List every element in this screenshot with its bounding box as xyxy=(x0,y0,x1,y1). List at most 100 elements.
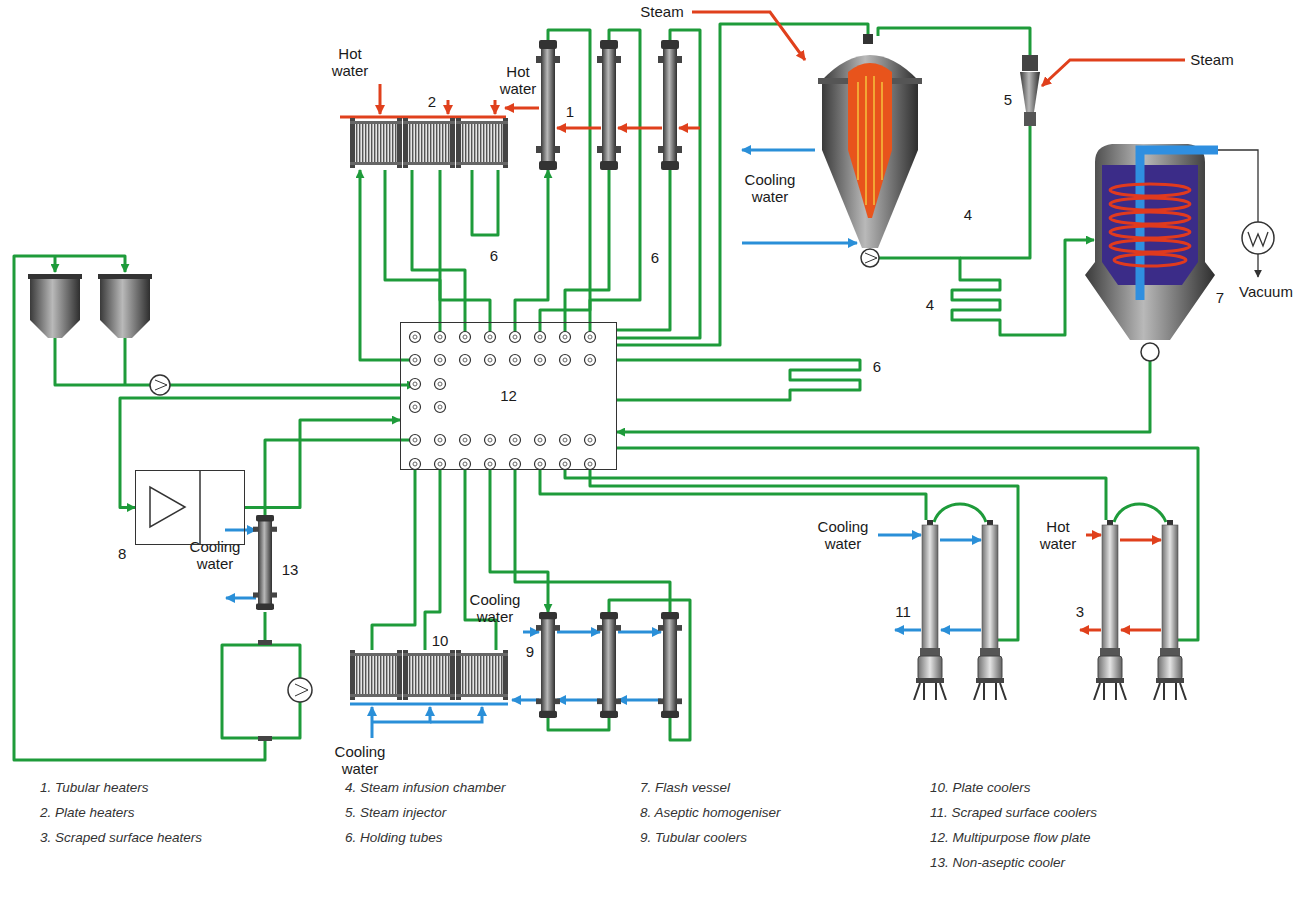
steam-line xyxy=(692,12,1185,86)
steam-infusion-chamber xyxy=(848,63,892,218)
flow-plate-port xyxy=(410,459,421,470)
flow-plate-port xyxy=(413,438,417,442)
flow-plate-port xyxy=(438,462,442,466)
tubular-cooler xyxy=(536,612,560,718)
flash-vessel xyxy=(1110,226,1190,238)
tubular-cooler xyxy=(597,612,621,718)
process-pipe xyxy=(548,718,609,730)
process-pipe xyxy=(879,240,1094,335)
callout-number: 9 xyxy=(526,644,534,661)
flow-plate-port xyxy=(535,332,546,343)
flow-plate-port xyxy=(463,462,467,466)
process-pipe xyxy=(440,170,490,337)
flow-plate-port xyxy=(563,462,567,466)
steam-infusion-chamber xyxy=(858,76,882,205)
flow-plate-port xyxy=(460,435,471,446)
flow-plate-port xyxy=(438,438,442,442)
process-pipe xyxy=(565,464,1106,520)
flow-plate-port xyxy=(535,435,546,446)
process-pipe xyxy=(515,170,548,337)
flow-plate-port xyxy=(460,332,471,343)
cooling-water-line xyxy=(557,699,600,702)
flow-plate-port xyxy=(463,358,467,362)
flow-plate-port xyxy=(413,382,417,386)
flow-plate-port xyxy=(585,355,596,366)
hot-water-line xyxy=(1080,629,1101,632)
flow-plate-port xyxy=(560,459,571,470)
product-pipe xyxy=(120,398,400,508)
process-pipe xyxy=(1114,504,1166,522)
stream-label: Cooling water xyxy=(183,539,247,572)
flow-plate-port xyxy=(585,332,596,343)
key-entry: 3. Scraped surface heaters xyxy=(40,831,202,846)
vacuum-pump xyxy=(1218,150,1258,222)
cooling-water-line xyxy=(430,707,482,722)
steam-line xyxy=(1042,60,1185,86)
plate-heater xyxy=(403,118,455,168)
callout-number: 6 xyxy=(651,250,659,267)
flow-plate-port xyxy=(435,459,446,470)
plate-cooler xyxy=(403,650,455,700)
flow-plate-port xyxy=(410,332,421,343)
flow-plate-port xyxy=(588,358,592,362)
flow-plate-port xyxy=(560,435,571,446)
flow-plate-port xyxy=(588,438,592,442)
flow-plate-port xyxy=(535,355,546,366)
process-pipe xyxy=(565,170,609,337)
process-pipe xyxy=(360,170,415,360)
product-tank xyxy=(100,278,150,338)
flow-plate-port xyxy=(510,332,521,343)
process-pipe xyxy=(590,30,640,337)
stream-label: Steam xyxy=(640,4,683,21)
process-pipe xyxy=(617,360,860,400)
stream-label: Cooling water xyxy=(328,744,392,777)
plate-cooler xyxy=(350,650,402,700)
process-pipe xyxy=(515,464,670,612)
process-pipe xyxy=(490,464,548,612)
flow-plate-port xyxy=(585,435,596,446)
process-pipe xyxy=(617,361,1150,432)
flow-plate-port xyxy=(585,459,596,470)
callout-number: 6 xyxy=(873,359,881,376)
product-tank xyxy=(30,278,80,338)
product-tank xyxy=(28,274,82,279)
hot-water-line xyxy=(679,127,700,130)
hot-water-line xyxy=(1120,539,1161,542)
cooling-water-line xyxy=(941,629,981,632)
flow-plate-port xyxy=(510,355,521,366)
cooling-water-line xyxy=(742,149,815,152)
flow-plate-port xyxy=(460,332,471,343)
flow-plate-port xyxy=(435,332,446,343)
flow-plate-port xyxy=(410,355,421,366)
scraped-surface-heater xyxy=(1154,520,1186,700)
process-pipe xyxy=(54,256,57,272)
flow-plate-port xyxy=(463,335,467,339)
flow-plate-port xyxy=(438,335,442,339)
process-pipe xyxy=(14,256,265,760)
flow-plate-port xyxy=(410,402,421,413)
flow-plate-port xyxy=(585,459,596,470)
flow-plate-body xyxy=(400,322,617,470)
flow-plate-port xyxy=(410,332,421,343)
flow-plate-port xyxy=(563,358,567,362)
homogeniser-symbol xyxy=(150,487,185,527)
flow-plate-port xyxy=(413,405,417,409)
process-pipe xyxy=(425,464,440,650)
steam-injector xyxy=(1024,112,1036,126)
key-entry: 5. Steam injector xyxy=(345,806,446,821)
flow-plate-port xyxy=(485,332,496,343)
hot-water-line xyxy=(340,84,1161,630)
flow-plate-port xyxy=(413,335,417,339)
callout-number: 13 xyxy=(282,562,299,579)
cooling-water-line xyxy=(225,529,256,532)
key-entry: 10. Plate coolers xyxy=(930,781,1031,796)
cooling-water-line xyxy=(742,242,857,245)
flow-plate-port xyxy=(585,435,596,446)
flash-vessel xyxy=(1110,198,1190,210)
flow-plate-port xyxy=(485,332,496,343)
flow-plate-port xyxy=(435,402,446,413)
steam-injector xyxy=(1020,72,1040,112)
flow-plate-port xyxy=(435,402,446,413)
